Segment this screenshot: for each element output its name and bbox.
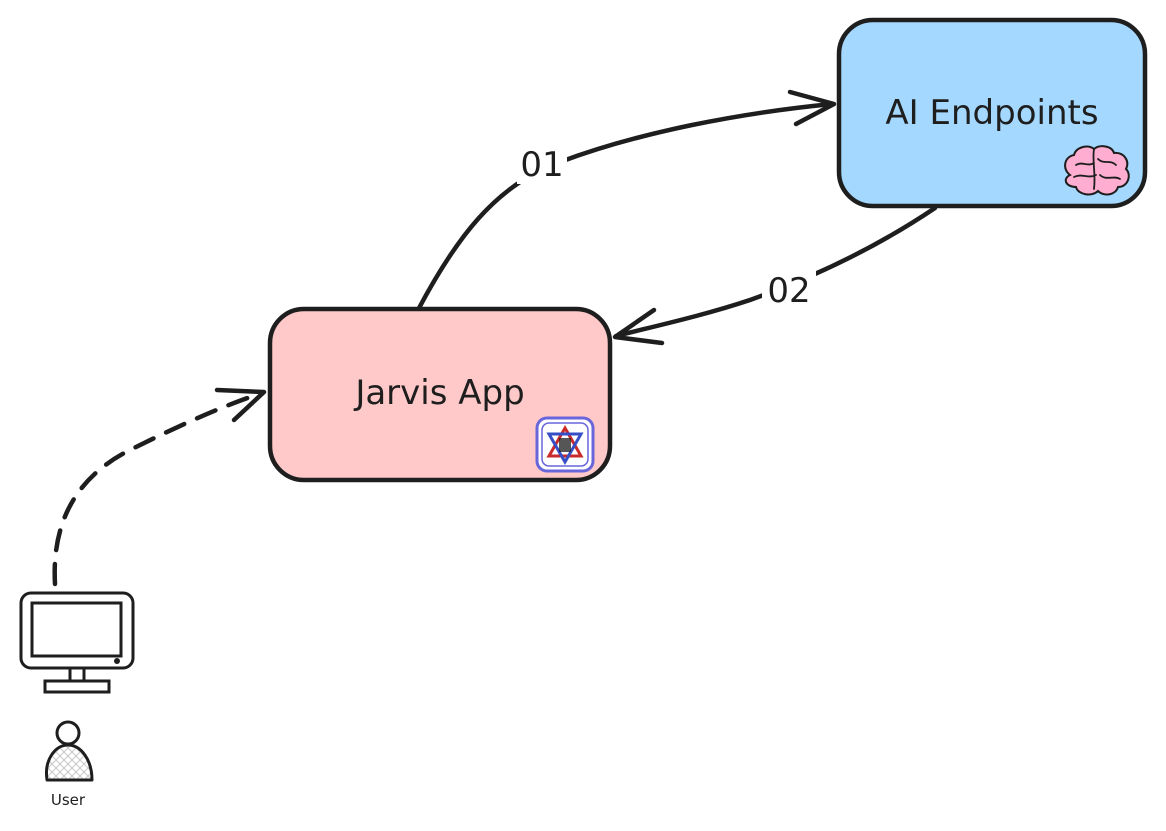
edge-01-label: 01: [520, 145, 563, 185]
edge-02-label: 02: [767, 271, 810, 311]
ai-endpoints-label: AI Endpoints: [885, 93, 1098, 133]
edge-user-to-app[interactable]: [52, 387, 267, 587]
node-user[interactable]: User: [19, 591, 135, 809]
person-icon: [45, 720, 94, 782]
monitor-icon: [19, 591, 135, 694]
node-jarvis-app[interactable]: Jarvis App: [267, 306, 613, 483]
edge-01-label-bg: [517, 140, 567, 184]
jarvis-app-label: Jarvis App: [353, 373, 524, 413]
user-label: User: [51, 791, 86, 809]
node-ai-endpoints[interactable]: AI Endpoints: [836, 17, 1148, 209]
edge-02-label-bg: [762, 268, 816, 312]
brain-icon: [1064, 145, 1130, 196]
edge-02[interactable]: [612, 205, 938, 346]
app-logo-icon: [535, 416, 595, 473]
